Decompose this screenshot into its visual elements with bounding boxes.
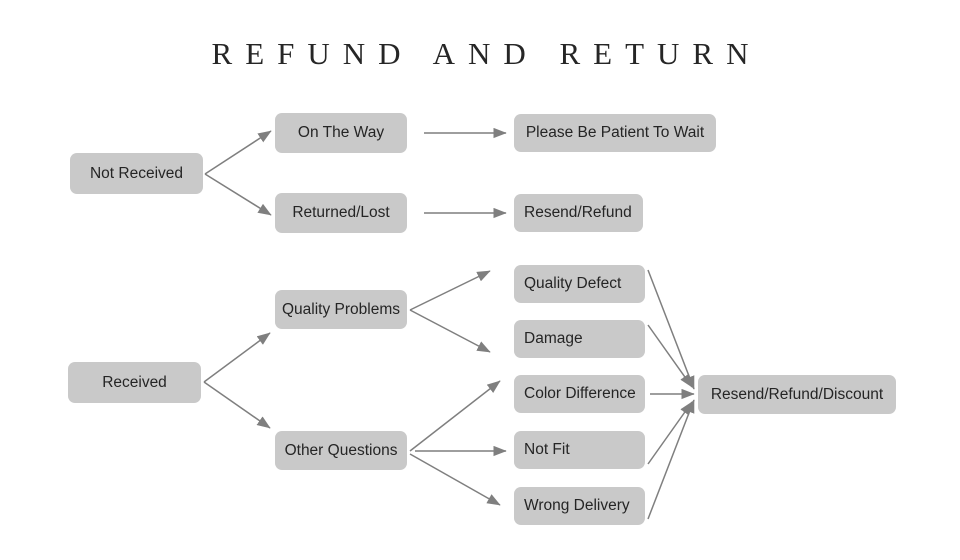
- node-damage[interactable]: Damage: [514, 320, 645, 358]
- node-quality-problems[interactable]: Quality Problems: [275, 290, 407, 329]
- edge-arrow-quality-problems-to-damage: [409, 309, 491, 353]
- edge-arrow-other-questions-to-color-difference: [409, 380, 501, 452]
- edge-arrow-other-questions-to-wrong-delivery: [409, 453, 501, 506]
- node-resend-refund[interactable]: Resend/Refund: [514, 194, 643, 232]
- edge-arrow-not-received-to-returned-lost: [204, 173, 272, 216]
- node-not-received[interactable]: Not Received: [70, 153, 203, 194]
- node-received[interactable]: Received: [68, 362, 201, 403]
- node-quality-defect[interactable]: Quality Defect: [514, 265, 645, 303]
- node-not-fit[interactable]: Not Fit: [514, 431, 645, 469]
- edge-arrow-wrong-delivery-to-resend-refund-discount: [647, 399, 695, 520]
- node-other-questions[interactable]: Other Questions: [275, 431, 407, 470]
- node-wrong-delivery[interactable]: Wrong Delivery: [514, 487, 645, 525]
- edge-arrow-not-fit-to-resend-refund-discount: [647, 401, 693, 465]
- edge-arrow-damage-to-resend-refund-discount: [647, 324, 693, 388]
- edge-arrow-received-to-quality-problems: [203, 332, 271, 383]
- node-returned-lost[interactable]: Returned/Lost: [275, 193, 407, 233]
- node-on-the-way[interactable]: On The Way: [275, 113, 407, 153]
- page-title: REFUND AND RETURN: [211, 36, 762, 71]
- edge-arrow-quality-problems-to-quality-defect: [409, 270, 491, 311]
- node-resend-refund-discount[interactable]: Resend/Refund/Discount: [698, 375, 896, 414]
- edge-arrow-not-received-to-on-the-way: [204, 130, 272, 175]
- node-color-difference[interactable]: Color Difference: [514, 375, 645, 413]
- edge-arrow-quality-defect-to-resend-refund-discount: [647, 269, 695, 390]
- node-please-be-patient[interactable]: Please Be Patient To Wait: [514, 114, 716, 152]
- edge-arrow-received-to-other-questions: [203, 381, 271, 429]
